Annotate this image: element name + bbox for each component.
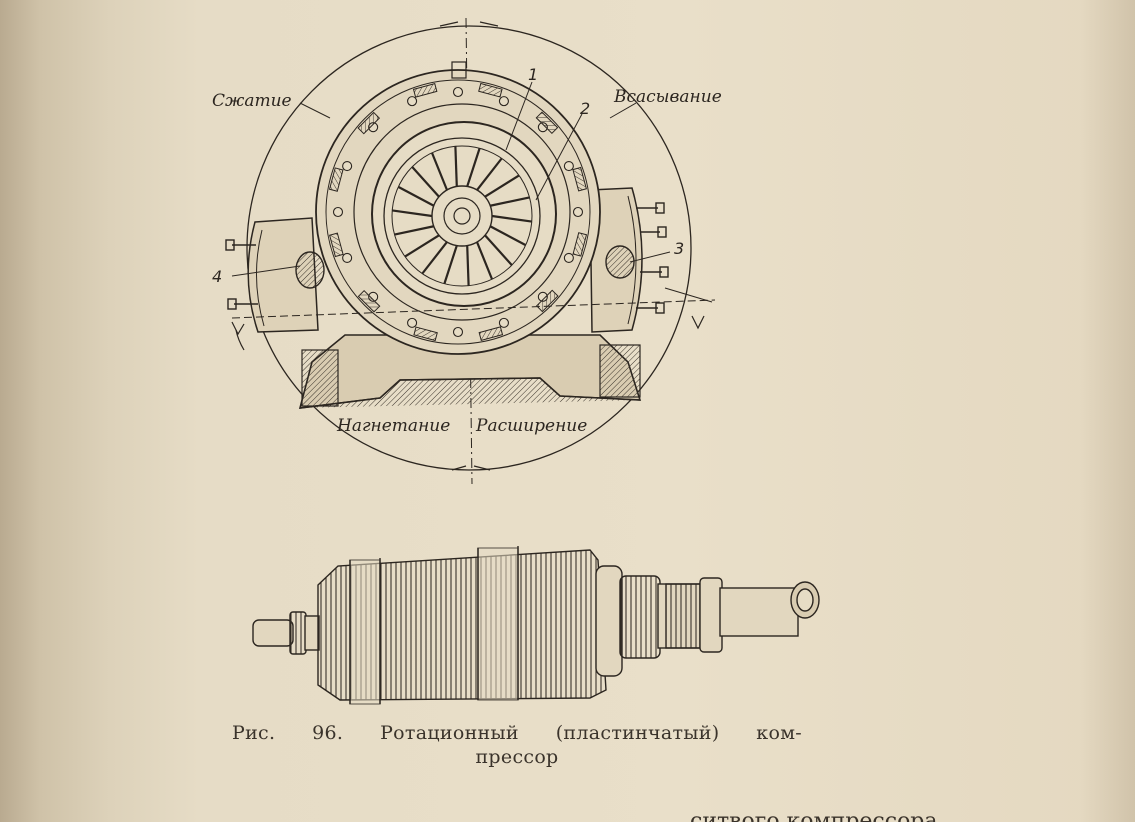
housing-slot (357, 289, 381, 313)
rotor-vane (484, 234, 513, 266)
callout-2: 2 (580, 99, 590, 118)
rotor-vane (489, 196, 530, 207)
rotor-vane (491, 214, 532, 223)
label-compression: Сжатие (212, 91, 292, 111)
label-discharge: Нагнетание (336, 416, 450, 436)
right-end-cap (589, 187, 669, 333)
bolt-hole (563, 161, 574, 172)
caption-title-part1: Ротационный (380, 722, 519, 744)
callout-4: 4 (212, 267, 222, 286)
caption-title-part3: ком- (756, 722, 802, 744)
housing-slot (413, 326, 438, 342)
housing-slot (535, 289, 559, 313)
rotor-vane (475, 241, 494, 280)
rotor-vane (476, 157, 503, 191)
caption-fig-label: Рис. (232, 722, 276, 744)
rotor-vane (411, 166, 440, 198)
bolt-hole (332, 206, 344, 218)
bolt-hole (452, 326, 464, 338)
housing-slot (572, 166, 587, 192)
caption-fig-number: 96. (312, 722, 344, 744)
housing-slot (357, 111, 381, 135)
bolt-holes (332, 86, 584, 338)
housing-slots (328, 82, 588, 342)
rotor-vane (404, 234, 440, 258)
caption-title-part4: прессор (475, 746, 559, 768)
bottom-text-fragment: ситвого компрессора (690, 809, 938, 822)
bolt-hole (342, 252, 353, 263)
cycle-circle (246, 25, 692, 471)
housing-slot (478, 82, 503, 98)
rotor-vane (430, 152, 449, 191)
rotor-vane (392, 209, 433, 218)
rotor-vane (466, 147, 481, 187)
rotor-vane (394, 225, 435, 236)
label-suction: Всасывание (613, 87, 722, 107)
label-expansion: Расширение (475, 416, 587, 436)
rotor-vane (484, 174, 520, 198)
rotor-vane (466, 245, 470, 286)
housing-slot (478, 326, 504, 341)
bolt-hole (572, 206, 584, 218)
compressor-base (298, 334, 642, 409)
bolt-hole (563, 252, 574, 263)
rotor-vane (454, 146, 458, 187)
housing-slot (328, 167, 344, 192)
rotor-shaft-drawing (252, 546, 820, 705)
callout-3: 3 (674, 239, 684, 258)
housing-slot (329, 232, 344, 258)
bolt-hole (407, 96, 418, 107)
horizontal-axis (231, 299, 716, 319)
rotor-vane (421, 241, 448, 275)
rotor-vane (397, 185, 435, 207)
figure-caption: Рис. 96. Ротационный (пластинчатый) ком-… (232, 722, 802, 768)
rotor-vane (443, 245, 458, 285)
bolt-hole (452, 86, 464, 98)
housing-slot (572, 232, 588, 257)
bolt-hole (342, 161, 353, 172)
left-end-cap (225, 217, 325, 333)
caption-title-part2: (пластинчатый) (555, 722, 720, 744)
rotor (383, 137, 541, 295)
vertical-axis (465, 17, 473, 485)
rotor-vanes (392, 146, 532, 286)
rotor-vane (489, 225, 527, 247)
housing-slot (412, 83, 438, 98)
bolt-hole (498, 317, 509, 328)
bolt-hole (498, 96, 509, 107)
housing-slot (535, 111, 559, 135)
callout-1: 1 (528, 65, 538, 84)
bolt-hole (407, 317, 418, 328)
